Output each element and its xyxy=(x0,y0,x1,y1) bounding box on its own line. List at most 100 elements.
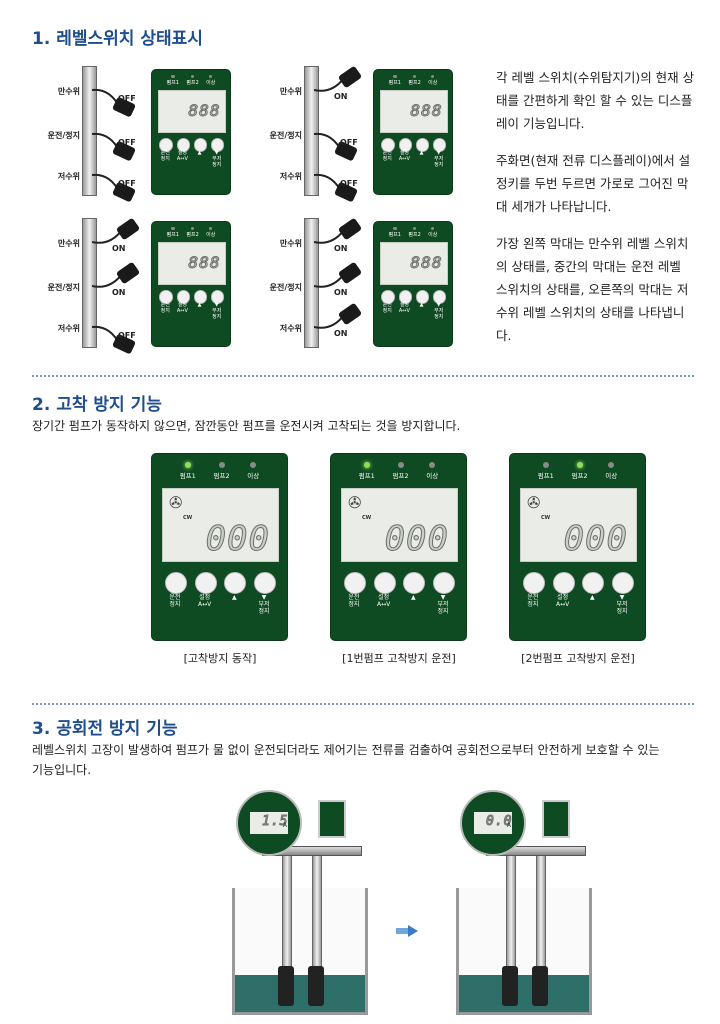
setting-button[interactable] xyxy=(194,572,217,594)
setting-button[interactable] xyxy=(398,138,413,152)
fan-icon: ✇ xyxy=(348,493,362,512)
status-led-label: 이상 xyxy=(428,232,438,239)
level-label: 저수위 xyxy=(279,172,302,181)
level-label: 저수위 xyxy=(57,324,80,333)
switch-state: ON xyxy=(334,329,348,338)
status-led-label: 펌프2 xyxy=(408,232,421,239)
down-button[interactable] xyxy=(612,572,635,594)
panel-button-group: 운전 정지 xyxy=(343,572,366,608)
pipe xyxy=(82,66,97,196)
up-button[interactable] xyxy=(582,572,605,594)
run-stop-button[interactable] xyxy=(159,290,174,304)
panel-button-group: ▼ 부저 정지 xyxy=(432,290,447,320)
status-led-label: 펌프1 xyxy=(166,80,179,87)
pipe xyxy=(304,218,319,348)
setting-button[interactable] xyxy=(373,572,396,594)
status-led xyxy=(542,462,549,468)
status-led-group: 펌프2 xyxy=(214,462,230,480)
status-led xyxy=(190,226,195,231)
status-led-group: 펌프1 xyxy=(389,226,401,238)
status-led-label: 이상 xyxy=(428,80,438,87)
status-led xyxy=(171,226,175,231)
down-button[interactable] xyxy=(432,138,447,152)
section3-title: 3. 공회전 방지 기능 xyxy=(32,719,178,739)
section1-title: 1. 레벨스위치 상태표시 xyxy=(32,29,203,49)
up-button[interactable] xyxy=(193,290,208,304)
button-label: 설정 A↔V xyxy=(398,302,410,315)
level-label: 저수위 xyxy=(279,324,302,333)
panel-button-group: ▲ xyxy=(415,290,430,308)
status-led-label: 이상 xyxy=(206,80,216,87)
section2-description: 장기간 펌프가 동작하지 않으면, 잠깐동안 펌프를 운전시켜 고착되는 것을 … xyxy=(32,419,461,433)
button-label: ▲ xyxy=(590,594,595,601)
setting-button[interactable] xyxy=(176,290,191,304)
switch-state: ON xyxy=(334,92,348,101)
status-led-label: 펌프1 xyxy=(166,232,179,239)
pump-2 xyxy=(532,966,548,1006)
level-label: 만수위 xyxy=(279,87,302,96)
section-divider xyxy=(32,375,694,377)
pipe xyxy=(82,218,97,348)
current-unit: A xyxy=(506,822,511,829)
panel-button-group: ▲ xyxy=(582,572,605,601)
status-led-label: 펌프1 xyxy=(388,80,401,87)
button-label: 설정 A↔V xyxy=(176,150,188,163)
status-led xyxy=(608,462,615,468)
up-button[interactable] xyxy=(193,138,208,152)
button-label: 운전 정지 xyxy=(160,302,170,315)
down-button[interactable] xyxy=(254,572,277,594)
panel-button-group: 운전 정지 xyxy=(381,138,396,162)
up-button[interactable] xyxy=(415,138,430,152)
section1-paragraph-3: 가장 왼쪽 막대는 만수위 레벨 스위치의 상태를, 중간의 막대는 운전 레벨… xyxy=(496,236,689,343)
status-led xyxy=(429,462,436,468)
panel-button-group: ▼ 부저 정지 xyxy=(210,290,225,320)
setting-button[interactable] xyxy=(176,138,191,152)
panel-button-group: 운전 정지 xyxy=(381,290,396,314)
button-label: ▲ xyxy=(419,302,424,309)
section3-description: 레벨스위치 고장이 발생하여 펌프가 물 없이 운전되더라도 제어기는 전류를 … xyxy=(32,743,660,777)
lcd-digits: 888 xyxy=(410,101,443,121)
status-led-group: 이상 xyxy=(206,74,216,87)
down-button[interactable] xyxy=(433,572,456,594)
up-button[interactable] xyxy=(415,290,430,304)
status-led xyxy=(431,74,435,79)
setting-button[interactable] xyxy=(398,290,413,304)
run-stop-button[interactable] xyxy=(164,572,187,594)
panel-button-group: ▼ 부저 정지 xyxy=(432,138,447,168)
button-label: 설정 A↔V xyxy=(556,594,570,608)
down-button[interactable] xyxy=(210,138,225,152)
panel-button-group: 운전 정지 xyxy=(159,290,174,314)
run-stop-button[interactable] xyxy=(381,138,396,152)
up-button[interactable] xyxy=(403,572,426,594)
button-label: ▲ xyxy=(232,594,237,601)
status-led xyxy=(393,226,397,231)
run-stop-button[interactable] xyxy=(381,290,396,304)
button-label: ▲ xyxy=(197,150,202,157)
setting-button[interactable] xyxy=(552,572,575,594)
down-button[interactable] xyxy=(210,290,225,304)
current-readout: 0.0 xyxy=(485,814,513,830)
status-led xyxy=(576,462,583,468)
panel-caption: [고착방지 동작] xyxy=(183,652,257,665)
button-label: ▼ 부저 정지 xyxy=(258,594,270,615)
panel-button-group: ▲ xyxy=(193,290,208,308)
status-led xyxy=(171,74,175,79)
panel-button-group: ▲ xyxy=(224,572,247,601)
up-button[interactable] xyxy=(224,572,247,594)
down-button[interactable] xyxy=(432,290,447,304)
run-stop-button[interactable] xyxy=(343,572,366,594)
run-stop-button[interactable] xyxy=(522,572,545,594)
panel-button-group: 설정 A↔V xyxy=(398,138,413,162)
status-led-group: 이상 xyxy=(247,462,259,480)
lcd-display: 888 xyxy=(157,89,227,134)
lcd-display: 888 xyxy=(379,241,449,286)
run-stop-button[interactable] xyxy=(159,138,174,152)
status-led xyxy=(209,226,213,231)
status-led xyxy=(218,462,225,468)
status-led xyxy=(190,74,195,79)
